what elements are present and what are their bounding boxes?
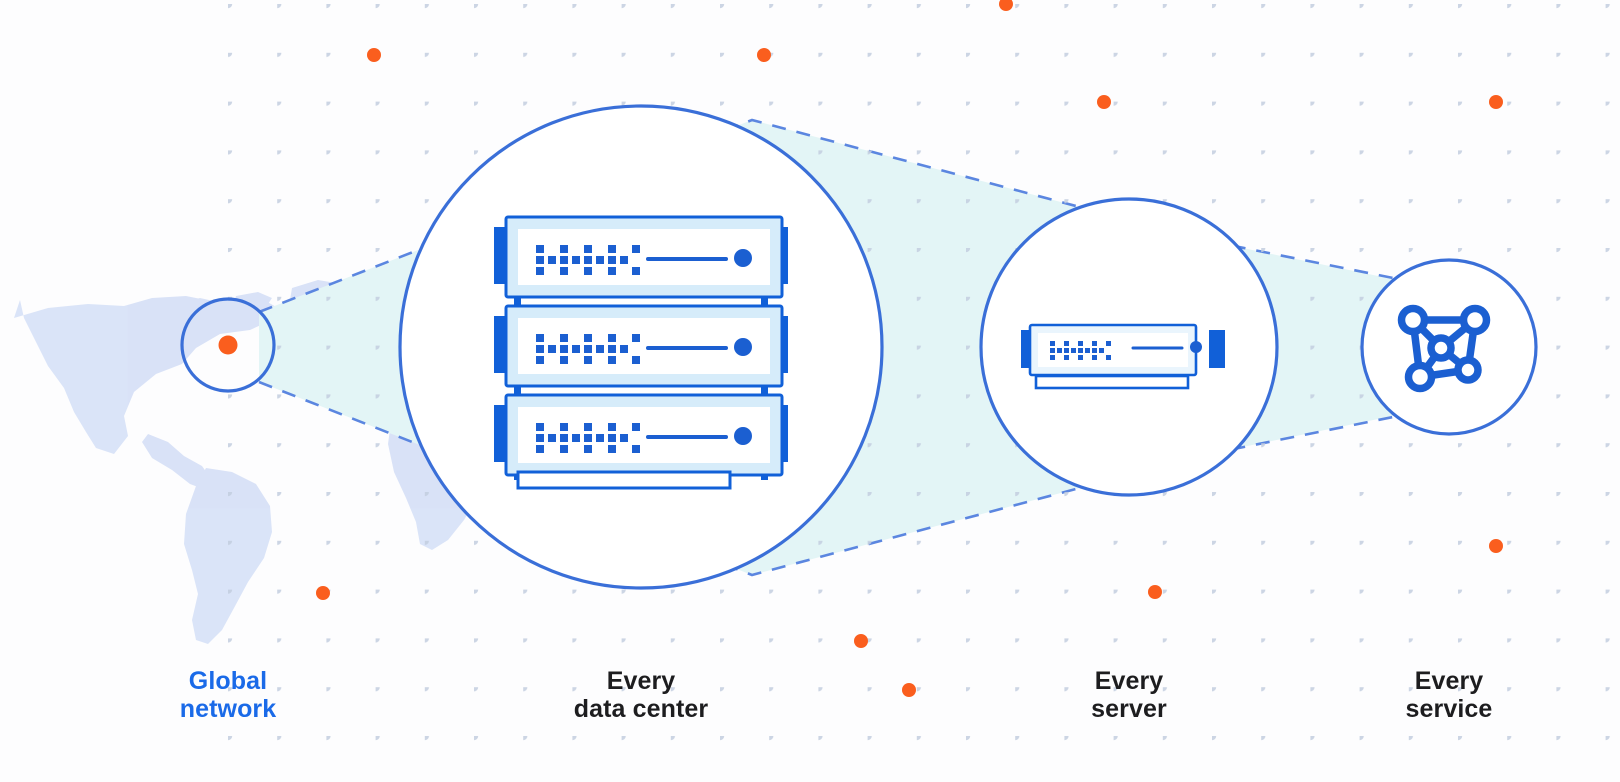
rack-unit-status-led: [734, 338, 752, 356]
server-base-shelf: [1034, 374, 1190, 390]
mesh-node: [1454, 356, 1482, 384]
label-line-1: Global: [188, 667, 268, 695]
stage-global-network[interactable]: [180, 297, 276, 393]
accent-dot: [854, 634, 868, 648]
accent-dot: [902, 683, 916, 697]
grid-accent-dots: [316, 0, 1503, 697]
label-line-2: server: [1091, 694, 1167, 723]
rack-unit-vent-dots: [536, 245, 640, 275]
rack-unit: [494, 393, 788, 477]
mesh-node: [1404, 361, 1436, 393]
server-tab-right: [1209, 330, 1225, 368]
stage-every-service[interactable]: [1360, 258, 1538, 436]
accent-dot: [999, 0, 1013, 11]
label-line-1: Every: [1414, 667, 1484, 695]
server-status-led: [1190, 341, 1202, 353]
stage-every-server[interactable]: [979, 197, 1279, 497]
accent-dot: [757, 48, 771, 62]
server-vent-dots: [1050, 341, 1111, 360]
mesh-node: [1427, 334, 1455, 362]
rack-unit-vent-dots: [536, 334, 640, 364]
server-face: [1038, 333, 1188, 367]
label-line-2: data center: [573, 694, 709, 723]
rack-unit-status-led: [734, 427, 752, 445]
label-line-1: Every: [1094, 667, 1164, 695]
global-network-circle: [180, 297, 276, 393]
rack-base-shelf: [516, 470, 732, 490]
label-line-1: Every: [606, 667, 676, 695]
single-server-illustration: [1021, 323, 1225, 390]
rack-unit: [494, 215, 788, 299]
accent-dot: [1097, 95, 1111, 109]
accent-dot: [316, 586, 330, 600]
rack-unit: [494, 304, 788, 388]
global-network-marker-dot: [218, 335, 238, 355]
accent-dot: [1148, 585, 1162, 599]
rack-unit-vent-dots: [536, 423, 640, 453]
network-mesh-icon: [1397, 304, 1491, 393]
label-line-2: network: [179, 694, 277, 723]
accent-dot: [1489, 95, 1503, 109]
mesh-node: [1397, 304, 1429, 336]
label-line-2: service: [1405, 694, 1493, 723]
server-rack-illustration: [494, 215, 788, 490]
accent-dot: [1489, 539, 1503, 553]
accent-dot: [367, 48, 381, 62]
stage-every-data-center[interactable]: [398, 104, 884, 590]
rack-unit-status-led: [734, 249, 752, 267]
mesh-node: [1459, 304, 1491, 336]
